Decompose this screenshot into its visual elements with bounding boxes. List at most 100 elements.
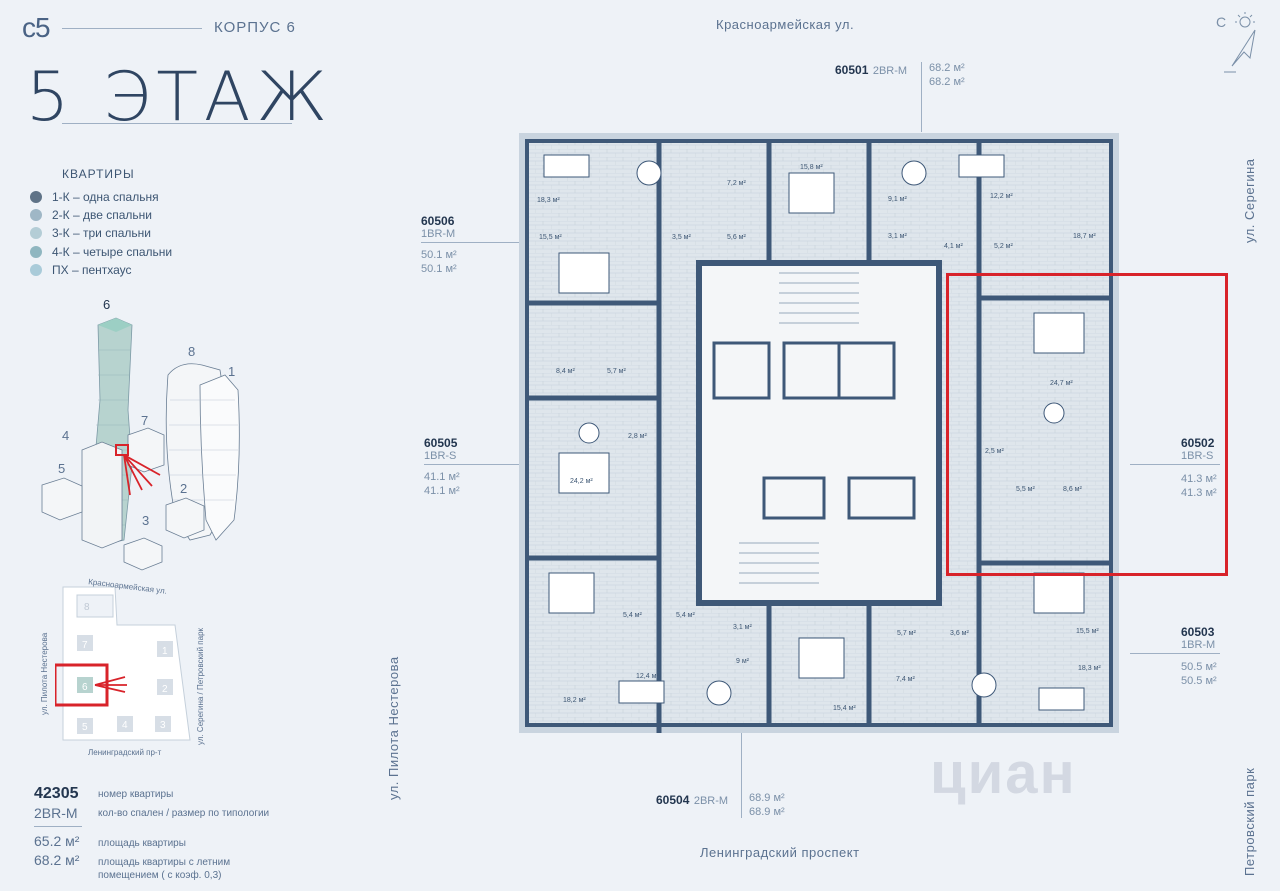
key-area-summer-label-1: площадь квартиры с летним	[98, 857, 231, 868]
street-right-top: ул. Серегина	[1242, 158, 1257, 243]
room-area: 5,4 м²	[676, 612, 695, 619]
apartment-number-60506[interactable]: 60506	[421, 214, 455, 228]
room-area: 3,6 м²	[950, 630, 969, 637]
apartment-area: 50.1 м²	[421, 249, 457, 261]
callout-line	[1130, 464, 1220, 465]
room-area: 8,6 м²	[1063, 486, 1082, 493]
street-top: Красноармейская ул.	[716, 17, 855, 32]
room-area: 18,7 м²	[1073, 233, 1096, 240]
callout-line	[421, 242, 519, 243]
key-area-summer: 68.2 м²	[34, 852, 80, 868]
room-area: 15,8 м²	[800, 164, 823, 171]
legend-dot	[30, 227, 42, 239]
room-area: 5,7 м²	[607, 368, 626, 375]
room-area: 18,3 м²	[1078, 665, 1101, 672]
street-bottom: Ленинградский проспект	[700, 845, 860, 860]
legend-dot	[30, 209, 42, 221]
apartment-60504[interactable]: 60504 2BR-M	[656, 791, 728, 809]
callout-line	[741, 733, 742, 818]
room-area: 2,8 м²	[628, 433, 647, 440]
apartment-type: 1BR-S	[1181, 450, 1214, 462]
room-area: 12,2 м²	[990, 193, 1013, 200]
building-num-4: 4	[62, 428, 70, 443]
apartment-number: 60501	[835, 63, 869, 77]
apartment-type: 2BR-M	[693, 795, 729, 807]
legend-label: ПХ – пентхаус	[52, 263, 132, 277]
callout-line	[921, 62, 922, 132]
room-area: 3,1 м²	[888, 233, 907, 240]
key-area: 65.2 м²	[34, 833, 80, 849]
key-divider	[34, 826, 82, 827]
watermark: циан	[930, 741, 1077, 806]
legend-label: 1-К – одна спальня	[52, 190, 159, 204]
key-number-label: номер квартиры	[98, 789, 174, 800]
apartment-type: 1BR-S	[424, 450, 457, 462]
complex-3d-illustration	[41, 317, 240, 571]
room-area: 15,5 м²	[1076, 628, 1099, 635]
building-num-2: 2	[180, 481, 188, 496]
callout-line	[1130, 653, 1220, 654]
site-block-4: 4	[122, 720, 128, 731]
legend-item-2k: 2-К – две спальни	[30, 208, 152, 222]
room-area: 5,5 м²	[1016, 486, 1035, 493]
apartment-area: 41.1 м²	[424, 471, 460, 483]
room-area: 8,4 м²	[556, 368, 575, 375]
legend-item-1k: 1-К – одна спальня	[30, 190, 159, 204]
key-apartment-type: 2BR-M	[34, 805, 78, 821]
building-label: КОРПУС 6	[214, 19, 296, 36]
room-area: 18,2 м²	[563, 697, 586, 704]
apartment-area-summer: 68.9 м²	[749, 806, 785, 818]
floor-title: 5 ЭТАЖ	[26, 58, 334, 137]
legend-item-ph: ПХ – пентхаус	[30, 263, 132, 277]
room-area: 15,5 м²	[539, 234, 562, 241]
room-area: 5,7 м²	[897, 630, 916, 637]
apartment-area: 68.9 м²	[749, 792, 785, 804]
apartment-area-summer: 50.5 м²	[1181, 675, 1217, 687]
site-street-bottom: Ленинградский пр-т	[88, 748, 162, 757]
site-street-left: ул. Пилота Нестерова	[40, 632, 49, 715]
site-block-8: 8	[84, 602, 90, 613]
key-apartment-number: 42305	[34, 785, 79, 802]
apartment-area-summer: 68.2 м²	[929, 76, 965, 88]
legend-item-3k: 3-К – три спальни	[30, 226, 151, 240]
selected-apartment-highlight	[946, 273, 1228, 576]
compass-north-label: С	[1216, 14, 1227, 30]
building-num-6: 6	[103, 297, 111, 312]
room-area: 3,1 м²	[733, 624, 752, 631]
apartment-type: 1BR-M	[1181, 639, 1216, 651]
legend-dot	[30, 191, 42, 203]
key-type-label: кол-во спален / размер по типологии	[98, 808, 270, 819]
apartment-number: 60504	[656, 793, 690, 807]
apartment-number-60505[interactable]: 60505	[424, 436, 458, 450]
room-area: 5,2 м²	[994, 243, 1013, 250]
legend-item-4k: 4-К – четыре спальни	[30, 245, 172, 259]
legend-dot	[30, 264, 42, 276]
room-area: 12,4 м²	[636, 673, 659, 680]
legend-title: КВАРТИРЫ	[62, 167, 135, 181]
apartment-type: 2BR-M	[872, 65, 908, 77]
apartment-area: 41.3 м²	[1181, 473, 1217, 485]
apartment-60501[interactable]: 60501 2BR-M	[835, 61, 907, 79]
apartment-number-60503[interactable]: 60503	[1181, 625, 1215, 639]
key-area-summer-label-2: помещением ( с коэф. 0,3)	[98, 870, 222, 881]
apartment-type: 1BR-M	[421, 228, 456, 240]
apartment-area-summer: 41.3 м²	[1181, 487, 1217, 499]
building-num-3: 3	[142, 513, 150, 528]
room-area: 9,1 м²	[888, 196, 907, 203]
building-num-8: 8	[188, 344, 196, 359]
building-num-5: 5	[58, 461, 66, 476]
legend-label: 3-К – три спальни	[52, 226, 151, 240]
room-area: 4,1 м²	[944, 243, 963, 250]
site-block-5: 5	[82, 722, 88, 733]
floor-plan	[519, 133, 1119, 733]
apartment-number-60502[interactable]: 60502	[1181, 436, 1215, 450]
title-divider	[62, 123, 292, 124]
header-divider	[62, 28, 202, 29]
room-area: 9 м²	[736, 658, 749, 665]
room-area: 3,5 м²	[672, 234, 691, 241]
site-block-2: 2	[162, 684, 168, 695]
site-street-right: ул. Серегина / Петровский парк	[196, 627, 205, 745]
key-area-label: площадь квартиры	[98, 838, 186, 849]
apartment-area: 68.2 м²	[929, 62, 965, 74]
room-area: 15,4 м²	[833, 705, 856, 712]
